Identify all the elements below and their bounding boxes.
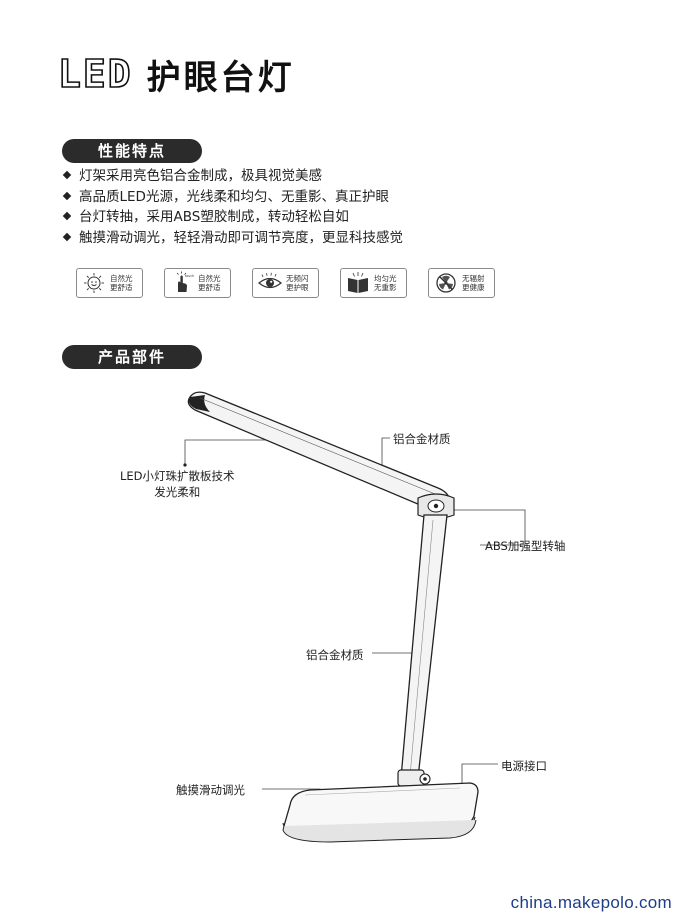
- feature-badges: 自然光更舒适 touch 自然光更舒适 无频闪更护眼 均匀光无重影: [76, 268, 495, 298]
- desk-lamp-illustration: [183, 391, 526, 843]
- watermark: china.makepolo.com: [510, 893, 672, 912]
- touch-hand-icon: touch: [176, 271, 194, 292]
- label-aluminum-pole: 铝合金材质: [306, 648, 364, 662]
- feature-list: 灯架采用亮色铝合金制成，极具视觉美感 高品质LED光源，光线柔和均匀、无重影、真…: [62, 166, 403, 248]
- badge-no-flicker: 无频闪更护眼: [252, 268, 319, 298]
- title-product-name: 护眼台灯: [146, 57, 295, 98]
- feature-item: 触摸滑动调光，轻轻滑动即可调节亮度，更显科技感觉: [62, 228, 403, 249]
- svg-text:touch: touch: [185, 274, 194, 278]
- feature-item: 台灯转抽，采用ABS塑胶制成，转动轻松自如: [62, 207, 403, 228]
- bullet-diamond-icon: [62, 170, 72, 180]
- sun-smile-icon: [84, 273, 104, 293]
- feature-item: 灯架采用亮色铝合金制成，极具视觉美感: [62, 166, 403, 187]
- callout-alu-top: [381, 437, 390, 470]
- badge-touch: touch 自然光更舒适: [164, 268, 231, 298]
- lamp-base: [282, 782, 479, 843]
- callout-abs: [452, 509, 526, 546]
- bullet-diamond-icon: [62, 211, 72, 221]
- feature-item: 高品质LED光源，光线柔和均匀、无重影、真正护眼: [62, 187, 403, 208]
- no-radiation-icon: [436, 273, 456, 293]
- bullet-diamond-icon: [62, 232, 72, 241]
- bullet-diamond-icon: [62, 191, 72, 200]
- lamp-pole: [400, 514, 448, 779]
- callout-led: [184, 439, 270, 465]
- badge-no-radiation: 无辐射更健康: [428, 268, 495, 298]
- callout-power: [461, 763, 498, 792]
- page-title: LED 护眼台灯: [57, 51, 295, 98]
- badge-uniform-light: 均匀光无重影: [340, 268, 407, 298]
- book-icon: [348, 272, 368, 293]
- label-aluminum-arm: 铝合金材质: [393, 432, 451, 446]
- label-abs-hinge: ABS加强型转轴: [485, 539, 566, 553]
- label-led-diffuser: LED小灯珠扩散板技术 发光柔和: [120, 469, 235, 499]
- label-power-port: 电源接口: [501, 759, 547, 773]
- callout-lines: [184, 437, 526, 818]
- label-touch-dimmer: 触摸滑动调光: [176, 783, 245, 797]
- abs-hinge: [417, 493, 455, 520]
- badge-natural-light: 自然光更舒适: [76, 268, 143, 298]
- features-heading: 性能特点: [62, 139, 202, 163]
- parts-heading: 产品部件: [62, 345, 202, 369]
- eye-icon: [258, 272, 282, 289]
- title-led: LED: [57, 51, 133, 97]
